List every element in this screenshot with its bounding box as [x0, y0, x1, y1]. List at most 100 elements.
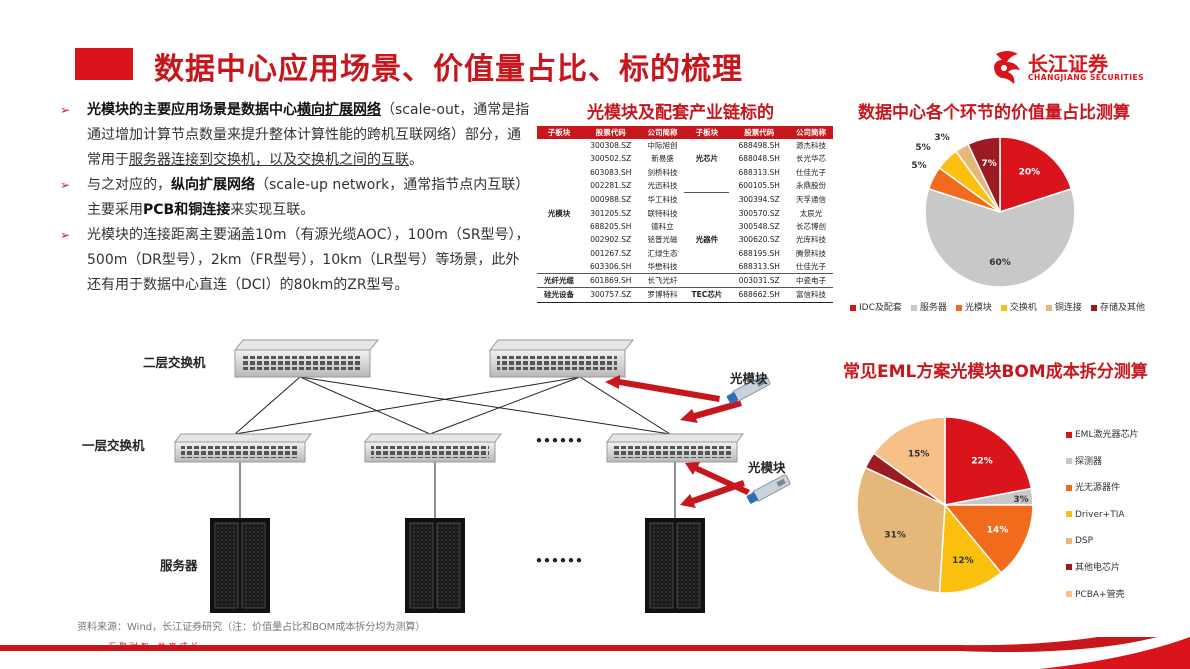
pie-label-2: 5% [911, 161, 926, 171]
legend-label: 光无源器件 [1075, 483, 1121, 494]
table-cell: 300620.SZ [738, 235, 780, 245]
table-cell: 600105.SH [738, 181, 780, 191]
legend-item: 铜连接 [1045, 303, 1082, 313]
table-cell: 001267.SZ [590, 248, 632, 258]
bullet-text: 服务器连接到交换机，以及交换机之间的互联 [129, 152, 409, 168]
pie-slice-5 [967, 136, 1001, 213]
table-cell: 300570.SZ [738, 208, 780, 218]
table-cell: 002281.SZ [590, 181, 632, 191]
l2-switch-1 [233, 339, 380, 378]
table-cell: 光库科技 [796, 235, 826, 245]
optical-module-2 [746, 474, 791, 504]
table-header-cell: 子板块 [537, 126, 581, 139]
table-cell: 华懋科技 [647, 261, 678, 271]
table-cell [684, 260, 729, 274]
table-cell: TEC芯片 [684, 287, 730, 303]
legend-swatch [1066, 564, 1072, 571]
optical-module-label-2: 光模块 [748, 460, 786, 475]
pie-slice-0 [944, 416, 1033, 506]
value-share-pie-chart: 20%60%5%5%3%7% [911, 133, 1076, 288]
bullet-text: 与之对应的， [87, 177, 171, 193]
legend-swatch [1000, 304, 1007, 311]
legend-label: 铜连接 [1054, 303, 1082, 313]
chart1-legend: IDC及配套服务器光模块交换机铜连接存储及其他 [850, 300, 1154, 313]
table-cell [684, 179, 729, 193]
legend-item: 存储及其他 [1090, 303, 1145, 313]
table-cell: 永鼎股份 [796, 181, 826, 191]
optical-module-label-1: 光模块 [730, 371, 768, 386]
table-cell: 铭普光磁 [647, 235, 678, 245]
table-cell [537, 220, 581, 233]
server-rack-3 [645, 518, 705, 613]
table-cell [684, 206, 729, 219]
optical-module-1 [726, 374, 771, 404]
table-cell: 300394.SZ [738, 195, 780, 205]
legend-swatch [1066, 591, 1072, 598]
table-cell: 300757.SZ [580, 287, 641, 303]
bullet-text: 光模块的主要应用场景是数据中心 [87, 102, 297, 118]
bullet-text: PCB和铜连接 [143, 202, 231, 218]
table-cell [537, 233, 581, 246]
bullet-text: 横向扩展网络 [297, 102, 381, 118]
legend-item: Driver+TIA [1066, 502, 1138, 529]
pie-slice-3 [938, 503, 1003, 594]
table-cell: 长光华芯 [796, 154, 826, 164]
pie-label-5: 7% [981, 159, 996, 169]
legend-swatch [850, 304, 856, 311]
legend-item: DSP [1066, 528, 1138, 555]
title-accent-bar [75, 48, 133, 80]
pie-label-1: 3% [1013, 495, 1028, 505]
pie-slice-2 [943, 504, 1034, 574]
legend-item: IDC及配套 [850, 303, 902, 313]
table-cell [537, 152, 581, 165]
table-cell [537, 166, 581, 179]
legend-swatch [955, 304, 962, 311]
bullet-text: 来实现互联。 [230, 202, 315, 218]
pie-slice-1 [924, 187, 1076, 288]
legend-swatch [1066, 458, 1072, 465]
l1-switch-label: 一层交换机 [82, 438, 145, 453]
table-cell: 新易盛 [651, 154, 674, 164]
l1-switch-3 [606, 433, 744, 463]
table-cell: 300308.SZ [590, 141, 632, 151]
table-header-cell: 子板块 [684, 126, 730, 139]
table-cell [537, 246, 581, 259]
table-cell: 中际旭创 [647, 141, 678, 151]
table-cell: 688048.SH [738, 154, 780, 164]
ellipsis-dots-1: •••••• [535, 433, 583, 448]
bullet-arrow-icon: ➢ [60, 178, 71, 192]
table-cell: 汇绿生态 [647, 248, 678, 258]
bullet-arrow-icon: ➢ [60, 228, 71, 242]
bom-cost-pie-chart: 22%3%14%12%31%15% [856, 416, 1034, 594]
table-cell: 罗博特科 [640, 287, 685, 303]
bullet-text: 光模块的连接距离主要涵盖10m（有源光缆AOC），100m（SR型号），500m… [87, 227, 530, 293]
pie-label-3: 5% [915, 143, 930, 153]
table-cell: 603306.SH [590, 261, 632, 271]
page-title: 数据中心应用场景、价值量占比、标的梳理 [154, 52, 743, 87]
table-cell: 长飞光纤 [640, 272, 685, 288]
table-cell [537, 179, 581, 193]
pie-label-4: 31% [884, 531, 906, 541]
table-cell [684, 220, 729, 233]
legend-label: Driver+TIA [1075, 509, 1125, 520]
legend-swatch [1066, 537, 1072, 544]
bullet-list: ➢光模块的主要应用场景是数据中心横向扩展网络（scale-out，通常是指通过增… [60, 98, 530, 298]
ellipsis-dots-2: •••••• [535, 553, 583, 568]
red-arrows [605, 375, 750, 508]
legend-item: 服务器 [910, 303, 947, 313]
table-header-row: 子板块股票代码公司简称子板块股票代码公司简称 [537, 126, 833, 139]
pie-slice-0 [999, 136, 1073, 214]
legend-label: 探测器 [1075, 456, 1103, 467]
table-cell: 源杰科技 [796, 141, 826, 151]
legend-item: 探测器 [1066, 449, 1138, 476]
l1-switch-1 [174, 433, 312, 463]
bullet-item: ➢ 光模块的连接距离主要涵盖10m（有源光缆AOC），100m（SR型号），500… [60, 223, 530, 298]
l1-switch-2 [364, 433, 502, 463]
